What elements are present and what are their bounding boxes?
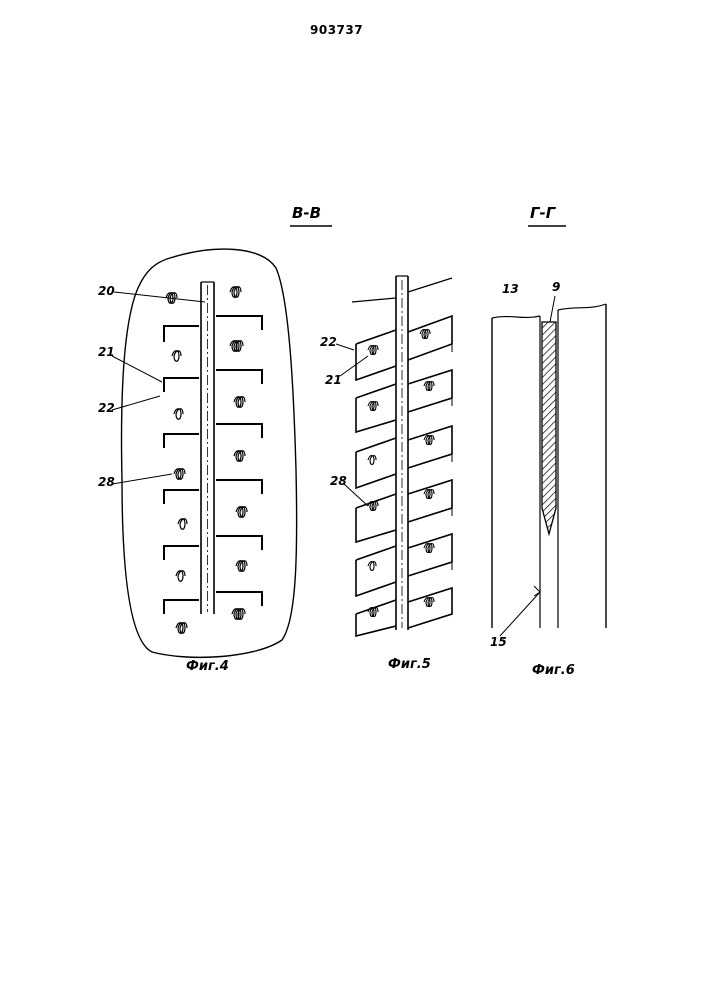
fig6-hatched-element bbox=[542, 322, 556, 534]
fig4-drawing bbox=[112, 249, 297, 657]
fig5-leader-lines bbox=[336, 344, 368, 506]
fig4-central-rod bbox=[201, 282, 214, 614]
fig4-section-outline bbox=[122, 249, 297, 657]
fig4-heater-coils bbox=[166, 287, 247, 634]
fig6-drawing bbox=[492, 296, 606, 636]
fig4-brackets bbox=[164, 316, 262, 614]
fig4-leader-lines bbox=[112, 292, 205, 484]
fig5-zigzag-plates bbox=[356, 316, 452, 636]
fig5-drawing bbox=[336, 276, 452, 636]
fig5-central-rod bbox=[396, 276, 408, 630]
